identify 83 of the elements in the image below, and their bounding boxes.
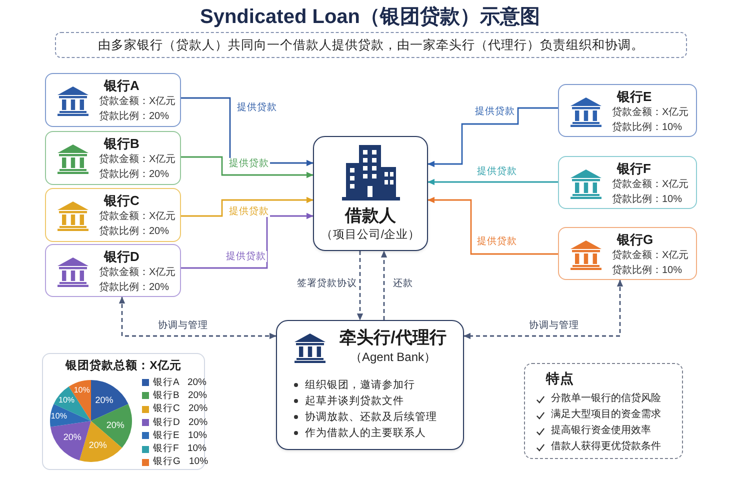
legend-label: 银行B 20% bbox=[153, 390, 207, 402]
slice-value-label: 10% bbox=[50, 412, 67, 421]
duty-item: 起草并谈判贷款文件 bbox=[305, 394, 404, 408]
features-heading: 特点 bbox=[544, 370, 574, 388]
arrow bbox=[428, 107, 558, 168]
edge-label: 还款 bbox=[392, 278, 414, 289]
bank-card bbox=[45, 188, 181, 242]
legend-label: 银行C 20% bbox=[153, 403, 208, 416]
edge-label: 协调与管理 bbox=[157, 320, 209, 331]
loan-share-text: 贷款比例：20% bbox=[99, 168, 170, 182]
slice-value-label: 20% bbox=[63, 432, 82, 442]
borrower-subtitle: （项目公司/企业） bbox=[320, 228, 420, 243]
slice-value-label: 10% bbox=[74, 385, 90, 394]
bank-card bbox=[45, 131, 181, 185]
duty-item: 组织银团，邀请参加行 bbox=[305, 378, 415, 392]
agent-title: 牵头行/代理行 bbox=[340, 327, 446, 349]
edge-label: 提供贷款 bbox=[474, 106, 516, 117]
loan-amount-text: 贷款金额：X亿元 bbox=[99, 94, 176, 109]
loan-share-text: 贷款比例：10% bbox=[612, 120, 682, 135]
slice-value-label: 20% bbox=[95, 395, 114, 406]
subtitle-text: 由多家银行（贷款人）共同向一个借款人提供贷款，由一家牵头行（代理行）负责组织和协调。 bbox=[98, 37, 644, 53]
feature-item: 提高银行资金使用效率 bbox=[551, 424, 651, 438]
chart-title: 银团贷款总额：X亿元 bbox=[66, 359, 182, 373]
duty-item: 作为借款人的主要联系人 bbox=[305, 426, 426, 440]
edge-label: 协调与管理 bbox=[528, 320, 580, 331]
duty-item: 协调放款、还款及后续管理 bbox=[305, 410, 437, 424]
loan-share-text: 贷款比例：20% bbox=[99, 224, 170, 239]
dashed-arrow bbox=[380, 250, 388, 320]
dashed-double-headed-arrow bbox=[118, 296, 276, 340]
feature-item: 借款人获得更优贷款条件 bbox=[551, 440, 661, 454]
bank-card bbox=[558, 227, 697, 280]
slice-value-label: 10% bbox=[58, 395, 75, 404]
feature-item: 满足大型项目的资金需求 bbox=[551, 408, 661, 422]
arrow bbox=[428, 178, 558, 186]
loan-share-text: 贷款比例：10% bbox=[612, 264, 682, 278]
loan-amount-text: 贷款金额：X亿元 bbox=[99, 266, 176, 280]
loan-amount-text: 贷款金额：X亿元 bbox=[612, 178, 689, 192]
loan-amount-text: 贷款金额：X亿元 bbox=[99, 152, 176, 167]
bank-card bbox=[45, 73, 181, 127]
borrower-title: 借款人 bbox=[345, 205, 396, 227]
loan-share-text: 贷款比例：10% bbox=[612, 192, 682, 207]
edge-label: 提供贷款 bbox=[476, 166, 518, 177]
bank-name: 银行A bbox=[102, 77, 140, 94]
loan-share-text: 贷款比例：20% bbox=[99, 110, 170, 124]
edge-label: 提供贷款 bbox=[476, 236, 518, 247]
edge-label: 提供贷款 bbox=[228, 158, 270, 169]
legend-label: 银行D 20% bbox=[153, 416, 208, 429]
arrow bbox=[181, 156, 314, 178]
bank-name: 银行C bbox=[102, 192, 140, 209]
bank-card bbox=[558, 84, 697, 137]
legend-label: 银行F 10% bbox=[153, 443, 206, 456]
slice-value-label: 20% bbox=[106, 420, 124, 430]
diagram-title: Syndicated Loan（银团贷款）示意图 bbox=[200, 5, 540, 29]
legend-label: 银行A 20% bbox=[153, 376, 206, 389]
arrow bbox=[181, 196, 314, 217]
legend-label: 银行G 10% bbox=[153, 456, 208, 468]
bank-name: 银行G bbox=[616, 231, 654, 248]
bank-name: 银行E bbox=[616, 88, 652, 105]
edge-label: 提供贷款 bbox=[228, 206, 270, 217]
loan-amount-text: 贷款金额：X亿元 bbox=[612, 106, 689, 120]
borrower-card bbox=[313, 136, 428, 251]
dashed-double-headed-arrow bbox=[464, 280, 624, 340]
features-box bbox=[524, 363, 683, 459]
agent-bank-card bbox=[276, 320, 464, 450]
bank-name: 银行F bbox=[616, 160, 651, 177]
bank-name: 银行D bbox=[102, 248, 140, 265]
slice-value-label: 20% bbox=[88, 440, 107, 450]
loan-amount-text: 贷款金额：X亿元 bbox=[612, 248, 689, 263]
edge-label: 提供贷款 bbox=[225, 251, 267, 262]
bank-card bbox=[558, 156, 697, 209]
loan-share-text: 贷款比例：20% bbox=[99, 280, 170, 295]
agent-subtitle: （Agent Bank） bbox=[350, 349, 436, 366]
loan-amount-text: 贷款金额：X亿元 bbox=[99, 210, 176, 224]
feature-item: 分散单一银行的信贷风险 bbox=[551, 392, 661, 406]
summary-box bbox=[55, 32, 687, 58]
bank-card bbox=[45, 244, 181, 297]
arrow bbox=[181, 212, 314, 269]
edge-label: 提供贷款 bbox=[236, 102, 278, 113]
legend-label: 银行E 10% bbox=[153, 430, 207, 442]
edge-label: 签署贷款协议 bbox=[296, 278, 358, 289]
dashed-arrow bbox=[356, 251, 364, 320]
arrow bbox=[428, 196, 558, 255]
bank-name: 银行B bbox=[102, 135, 140, 152]
